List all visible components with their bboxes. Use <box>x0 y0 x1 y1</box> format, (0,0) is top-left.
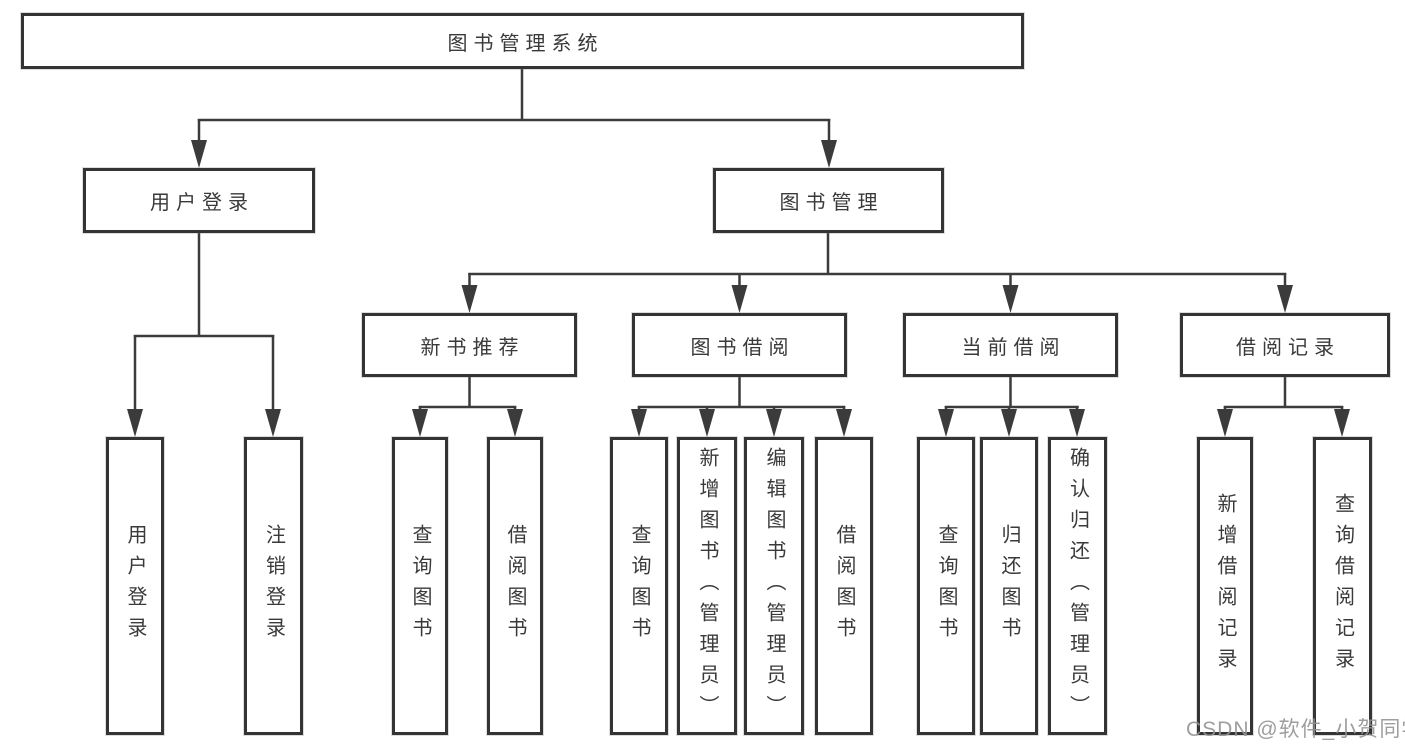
arrowhead-icon <box>766 409 782 437</box>
leaf-borrow-books-recommend-label: 借阅图书 <box>504 524 526 648</box>
arrowhead-icon <box>1002 285 1019 313</box>
leaf-logout-label: 注销登录 <box>262 524 285 648</box>
arrowhead-icon <box>265 409 281 437</box>
node-new-book-recommend-label: 新书推荐 <box>420 336 525 359</box>
leaf-logout: 注销登录 <box>244 437 303 735</box>
arrowhead-icon <box>1069 409 1085 437</box>
node-book-borrow: 图书借阅 <box>632 313 847 377</box>
arrowhead-icon <box>631 409 647 437</box>
node-root-label: 图书管理系统 <box>447 32 604 55</box>
leaf-return-books: 归还图书 <box>980 437 1038 735</box>
csdn-watermark: CSDN @软件_小贺同学 <box>1186 718 1405 741</box>
leaf-confirm-return-admin: 确认归还（管理员） <box>1048 437 1107 735</box>
node-new-book-recommend: 新书推荐 <box>362 313 577 377</box>
leaf-query-books-current-label: 查询图书 <box>935 524 957 648</box>
arrowhead-icon <box>461 285 478 313</box>
leaf-query-borrow-record: 查询借阅记录 <box>1313 437 1372 735</box>
arrowhead-icon <box>191 140 207 168</box>
leaf-user-login-label: 用户登录 <box>124 524 146 648</box>
node-current-borrow-label: 当前借阅 <box>961 336 1066 359</box>
node-borrow-records-label: 借阅记录 <box>1236 336 1340 359</box>
connector-root <box>191 69 837 168</box>
arrowhead-icon <box>938 409 954 437</box>
node-user-login-label: 用户登录 <box>150 192 254 214</box>
leaf-query-books-recommend-label: 查询图书 <box>409 524 431 648</box>
leaf-borrow-books-label: 借阅图书 <box>833 524 855 648</box>
arrowhead-icon <box>1334 409 1350 437</box>
leaf-add-borrow-record-label: 新增借阅记录 <box>1214 493 1236 679</box>
leaf-user-login: 用户登录 <box>106 437 164 735</box>
node-borrow-records: 借阅记录 <box>1180 313 1390 377</box>
connector-current-borrow <box>938 377 1085 437</box>
arrowhead-icon <box>731 285 748 313</box>
leaf-query-books-borrow: 查询图书 <box>610 437 668 735</box>
leaf-add-books-admin: 新增图书（管理员） <box>677 437 737 735</box>
connector-user-login <box>127 233 281 437</box>
leaf-query-books-recommend: 查询图书 <box>392 437 448 735</box>
node-book-management: 图书管理 <box>713 168 944 233</box>
leaf-query-books-current: 查询图书 <box>917 437 975 735</box>
arrowhead-icon <box>821 140 837 168</box>
leaf-query-books-borrow-label: 查询图书 <box>628 524 650 648</box>
leaf-borrow-books: 借阅图书 <box>815 437 873 735</box>
node-book-borrow-label: 图书借阅 <box>690 336 795 359</box>
leaf-edit-books-admin-label: 编辑图书（管理员） <box>763 446 785 726</box>
leaf-return-books-label: 归还图书 <box>998 524 1020 648</box>
arrowhead-icon <box>1217 409 1233 437</box>
leaf-add-borrow-record: 新增借阅记录 <box>1197 437 1253 735</box>
arrowhead-icon <box>1001 409 1017 437</box>
arrowhead-icon <box>1277 285 1293 313</box>
arrowhead-icon <box>507 409 523 437</box>
node-user-login: 用户登录 <box>83 168 315 233</box>
leaf-edit-books-admin: 编辑图书（管理员） <box>744 437 804 735</box>
leaf-confirm-return-admin-label: 确认归还（管理员） <box>1066 446 1089 726</box>
leaf-query-borrow-record-label: 查询借阅记录 <box>1331 493 1354 679</box>
arrowhead-icon <box>699 409 715 437</box>
node-book-management-label: 图书管理 <box>779 192 884 214</box>
node-root: 图书管理系统 <box>21 13 1024 69</box>
connector-book-borrow <box>631 377 852 437</box>
node-current-borrow: 当前借阅 <box>903 313 1118 377</box>
connector-new-book-recommend <box>412 377 523 437</box>
arrowhead-icon <box>127 409 143 437</box>
arrowhead-icon <box>836 409 852 437</box>
leaf-borrow-books-recommend: 借阅图书 <box>487 437 543 735</box>
connector-book-management <box>461 233 1293 313</box>
connector-borrow-records <box>1217 377 1350 437</box>
arrowhead-icon <box>412 409 428 437</box>
leaf-add-books-admin-label: 新增图书（管理员） <box>696 446 718 726</box>
